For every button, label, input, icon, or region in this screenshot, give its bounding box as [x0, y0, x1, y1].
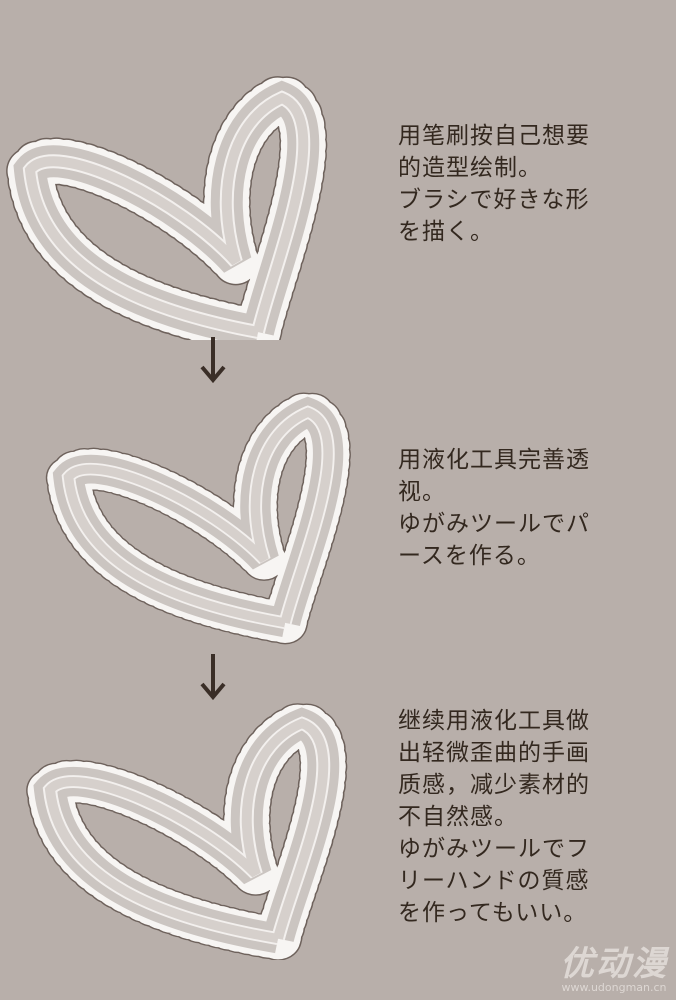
- step-3-caption: 继续用液化工具做 出轻微歪曲的手画 质感，减少素材的 不自然感。 ゆがみツールで…: [398, 705, 590, 929]
- caption-line: 的造型绘制。: [398, 155, 542, 181]
- watermark-url: www.udongman.cn: [561, 981, 667, 994]
- caption-line: 质感，减少素材的: [398, 772, 590, 798]
- caption-line: ゆがみツールでフ: [398, 836, 590, 862]
- caption-line: ゆがみツールでパ: [398, 511, 590, 537]
- arrow-down-icon: [200, 337, 226, 384]
- caption-line: を作ってもいい。: [398, 900, 588, 926]
- caption-line: を描く。: [398, 219, 494, 245]
- ribbon-sketch-step-1: [0, 40, 400, 340]
- caption-line: 用笔刷按自己想要: [398, 123, 590, 149]
- caption-line: ースを作る。: [398, 543, 541, 569]
- step-2-caption: 用液化工具完善透 视。 ゆがみツールでパ ースを作る。: [398, 444, 590, 572]
- step-1-caption: 用笔刷按自己想要 的造型绘制。 ブラシで好きな形 を描く。: [398, 120, 590, 248]
- caption-line: 视。: [398, 479, 446, 505]
- caption-line: リーハンドの質感: [398, 868, 590, 894]
- arrow-down-icon: [200, 654, 226, 701]
- caption-line: 继续用液化工具做: [398, 708, 590, 734]
- caption-line: 出轻微歪曲的手画: [398, 740, 590, 766]
- watermark: 优动漫 www.udongman.cn: [560, 936, 668, 994]
- watermark-logo: 优动漫: [560, 944, 668, 984]
- caption-line: 不自然感。: [398, 804, 518, 830]
- caption-line: ブラシで好きな形: [398, 187, 590, 213]
- caption-line: 用液化工具完善透: [398, 447, 590, 473]
- ribbon-sketch-step-2: [0, 350, 400, 650]
- ribbon-sketch-step-3: [0, 660, 400, 960]
